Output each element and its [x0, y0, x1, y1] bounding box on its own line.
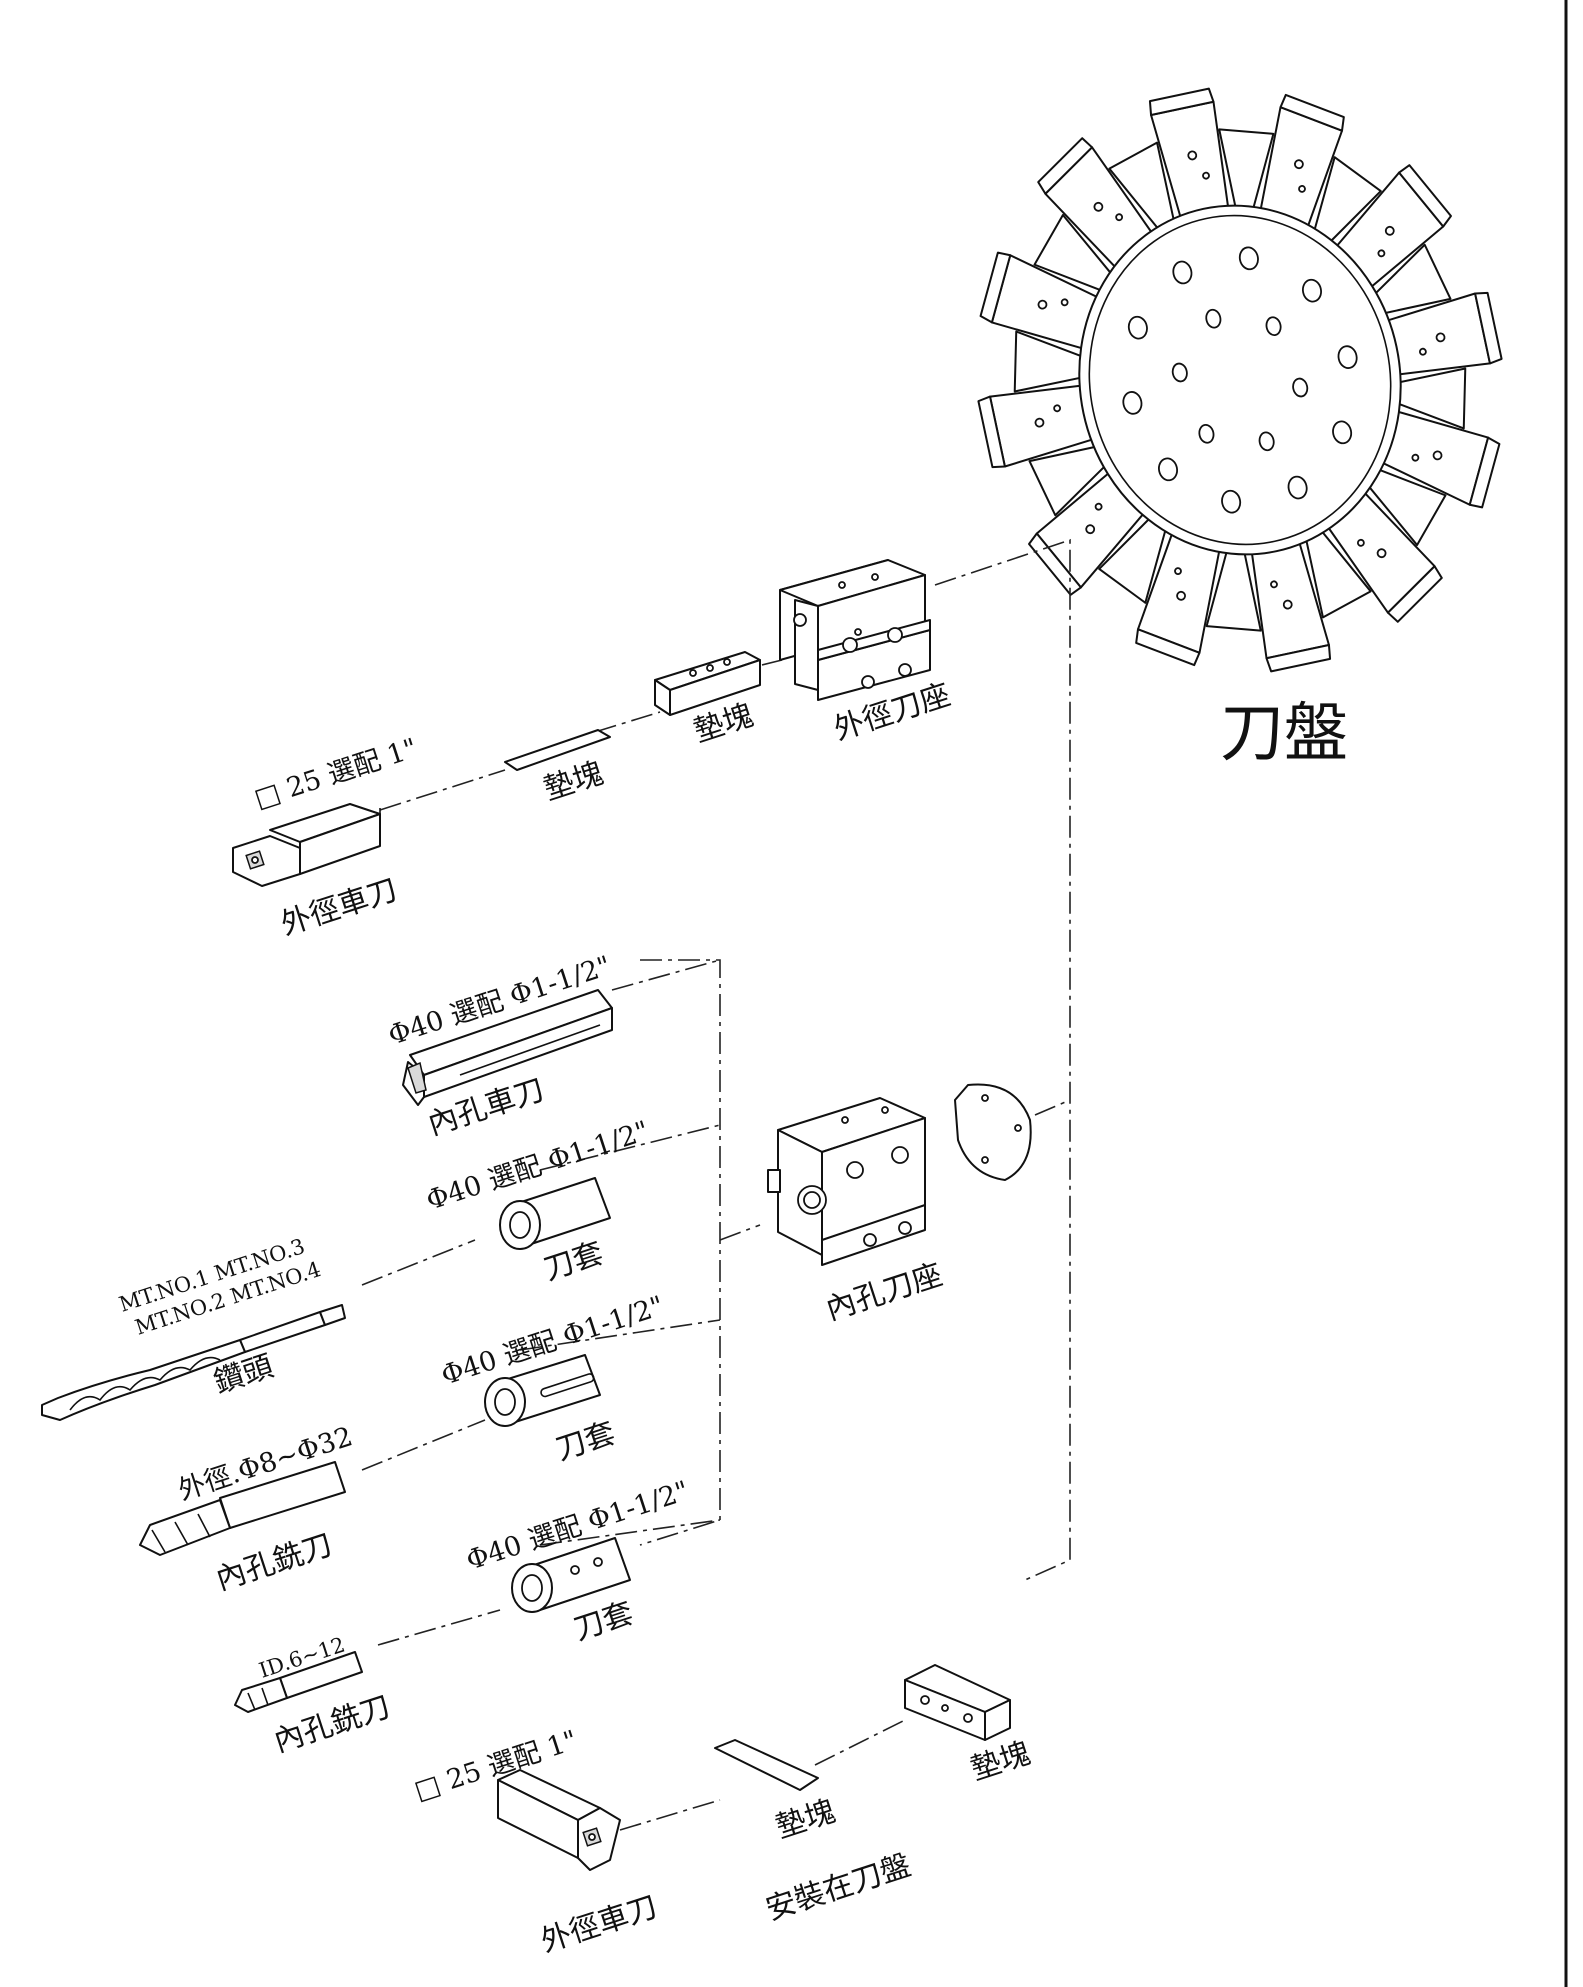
- turret-bolt-hole: [1158, 457, 1179, 482]
- turret-bolt-hole: [1301, 278, 1322, 303]
- turret-station-face: [1148, 87, 1215, 116]
- turret-station-hole: [1376, 548, 1387, 559]
- pad-block-bottom-label: 墊塊: [967, 1736, 1035, 1788]
- turret-bolt-hole: [1287, 475, 1308, 500]
- turret-bolt-hole: [1172, 260, 1193, 285]
- end-mill-1-label: 內孔銑刀: [212, 1527, 337, 1597]
- pad-plate-top: [504, 729, 611, 771]
- turret-station-hole: [1093, 201, 1104, 212]
- turret-station-face: [1398, 164, 1452, 228]
- turret-station-hole: [1294, 159, 1304, 170]
- turret-station-hole: [1202, 171, 1210, 180]
- assembly-lines: [361, 538, 1071, 1831]
- turret-station-hole: [1094, 502, 1103, 511]
- holder-cap-plate: [954, 1083, 1032, 1181]
- turret-inner-hole: [1205, 308, 1222, 329]
- turret-station-hole: [1282, 599, 1293, 610]
- turret-station-face: [1468, 436, 1501, 509]
- turret-bolt-hole: [1221, 489, 1242, 514]
- od-tool-top-label: 外徑車刀: [277, 872, 402, 942]
- turret-station-hole: [1085, 524, 1096, 535]
- turret-bolt-hole: [1127, 315, 1148, 340]
- drill-bit: [41, 1304, 346, 1421]
- boring-bar: [402, 989, 613, 1106]
- pad-plate-bottom: [714, 1739, 819, 1791]
- turret-station-hole: [1435, 332, 1446, 343]
- turret-station-face: [1135, 628, 1201, 667]
- turret-station-hole: [1187, 150, 1198, 161]
- turret-bolt-hole: [1238, 246, 1259, 271]
- id-holder-label: 內孔刀座: [822, 1257, 947, 1327]
- turret-face-rim: [1088, 214, 1392, 546]
- turret-inner-hole: [1171, 362, 1188, 383]
- pad-plate-bottom-label: 墊塊: [772, 1794, 840, 1846]
- pad-plate-top-label: 墊塊: [540, 756, 608, 808]
- pad-block-bottom: [904, 1664, 1011, 1741]
- turret-inner-hole: [1292, 377, 1309, 398]
- turret-station-hole: [1034, 417, 1045, 428]
- turret-station-face: [979, 251, 1012, 324]
- turret-station-face: [1265, 644, 1332, 673]
- sleeve-1-label: 刀套: [540, 1236, 608, 1288]
- turret-station-face: [1028, 532, 1082, 596]
- sleeve-3-label: 刀套: [570, 1596, 638, 1648]
- od-tool-top-spec: □ 25 選配 1": [251, 733, 422, 815]
- od-tool-holder: [779, 559, 931, 701]
- turret-station-face: [977, 395, 1006, 469]
- turret-station-face: [1279, 93, 1345, 132]
- turret-bolt-hole: [1122, 391, 1143, 415]
- turret-bolt-hole: [1337, 345, 1358, 369]
- sleeve-2-label: 刀套: [552, 1416, 620, 1468]
- turret-inner-hole: [1258, 431, 1275, 452]
- turret-disc: [977, 87, 1503, 673]
- turret-station-face: [1037, 137, 1094, 195]
- end-mill-2: [234, 1651, 363, 1713]
- turret-station-hole: [1115, 213, 1124, 222]
- turret-station-hole: [1356, 538, 1365, 547]
- mount-note: 安裝在刀盤: [762, 1848, 915, 1928]
- turret-station-hole: [1384, 225, 1395, 236]
- sleeve-1: [499, 1177, 611, 1250]
- turret-station-hole: [1037, 299, 1048, 310]
- turret-station-face: [1386, 565, 1443, 623]
- turret-station-hole: [1060, 298, 1069, 307]
- turret-station-hole: [1176, 590, 1186, 601]
- pad-block-top: [654, 651, 761, 716]
- od-turning-tool-bottom: [497, 1769, 621, 1871]
- turret-station-hole: [1418, 347, 1427, 356]
- turret-station-hole: [1432, 450, 1443, 461]
- od-tool-bottom-label: 外徑車刀: [537, 1889, 662, 1959]
- turret-station-hole: [1174, 567, 1182, 576]
- turret-title: 刀盤: [1220, 697, 1348, 771]
- turret-station-hole: [1053, 404, 1062, 413]
- turret-inner-hole: [1265, 316, 1282, 337]
- turret-station-face: [1474, 291, 1503, 365]
- turret-station-hole: [1411, 453, 1420, 462]
- turret-station-hole: [1377, 249, 1386, 258]
- end-mill-1: [139, 1461, 346, 1556]
- end-mill-2-label: 內孔銑刀: [270, 1689, 395, 1759]
- id-tool-holder: [767, 1097, 926, 1266]
- sleeve-3: [511, 1537, 631, 1613]
- turret-inner-hole: [1198, 423, 1215, 444]
- sleeve-2: [484, 1354, 601, 1427]
- od-turning-tool-top: [232, 803, 381, 887]
- turret-station-hole: [1270, 580, 1278, 589]
- turret-station-hole: [1298, 184, 1306, 193]
- turret-bolt-hole: [1332, 420, 1353, 445]
